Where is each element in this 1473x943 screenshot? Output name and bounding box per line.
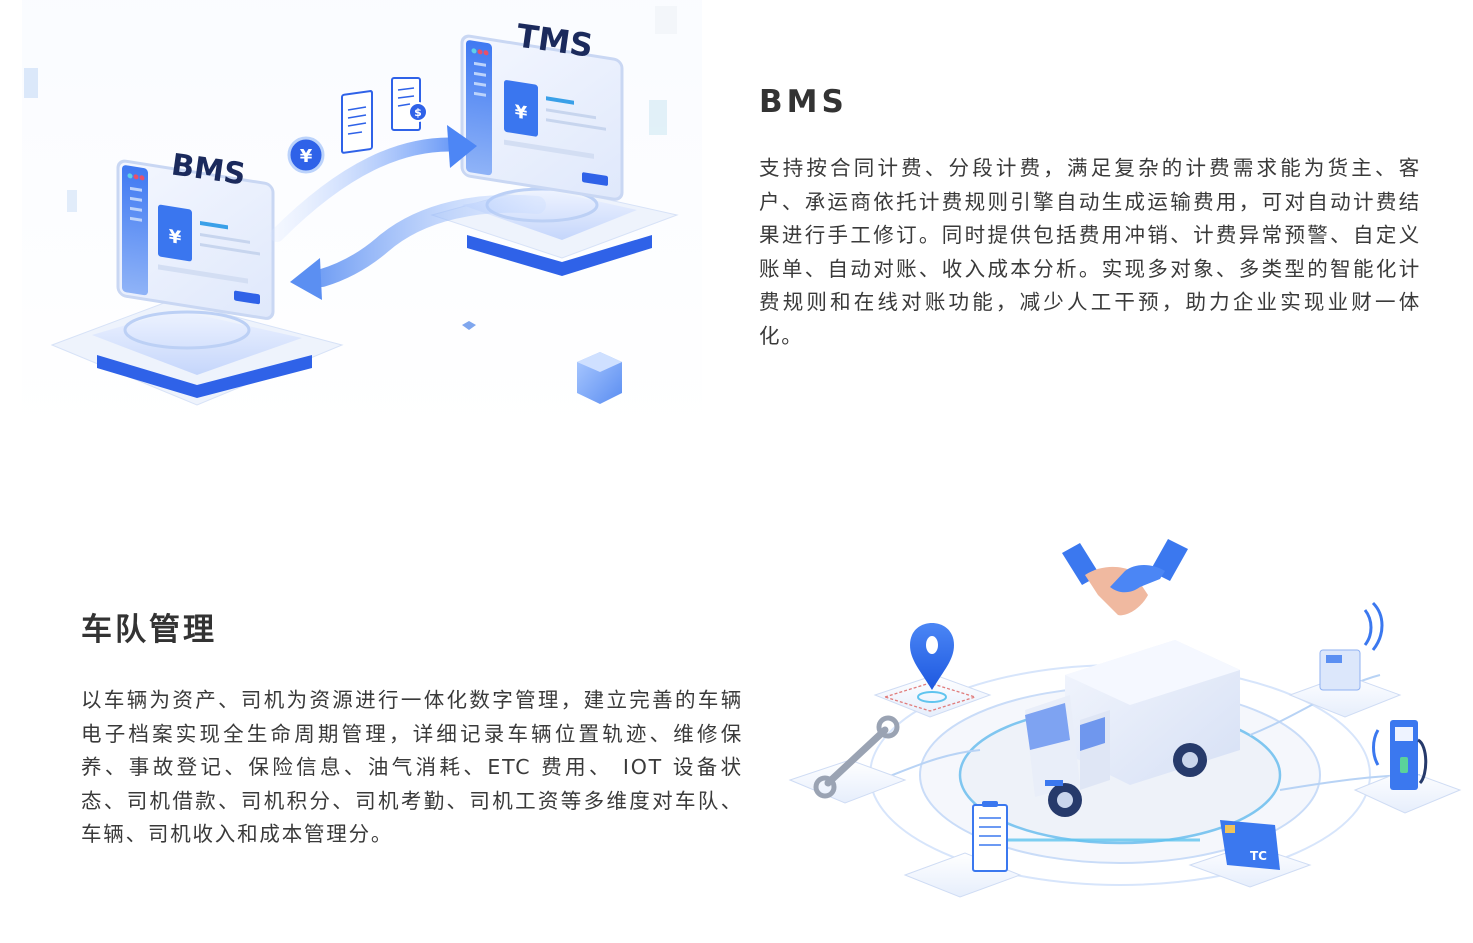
yen-coin-icon: ¥	[287, 136, 325, 174]
bms-description: 支持按合同计费、分段计费，满足复杂的计费需求能为货主、客户、承运商依托计费规则引…	[759, 156, 1421, 348]
svg-text:¥: ¥	[300, 146, 313, 167]
decor-cube-large-icon	[577, 352, 622, 404]
fleet-heading: 车队管理	[81, 612, 217, 648]
clipboard-icon	[903, 801, 1022, 898]
fleet-section: 车队管理 以车辆为资产、司机为资源进行一体化数字管理，建立完善的车辆电子档案实现…	[81, 610, 743, 852]
svg-text:¥: ¥	[169, 226, 182, 249]
bms-base	[50, 299, 344, 406]
sync-arrows-icon	[270, 125, 546, 300]
decor-cube-small-icon	[462, 321, 476, 330]
svg-text:TC: TC	[1250, 849, 1267, 863]
handshake-icon	[1062, 539, 1188, 616]
svg-text:$: $	[414, 106, 422, 119]
fuel-pump-icon	[1353, 720, 1462, 814]
fleet-management-illustration: TC	[780, 535, 1465, 940]
etc-card-icon: TC	[1188, 820, 1312, 888]
bms-tms-illustration: ¥ TMS ¥ BMS	[22, 0, 702, 436]
bms-section: BMS 支持按合同计费、分段计费，满足复杂的计费需求能为货主、客户、承运商依托计…	[759, 82, 1421, 353]
location-pin-icon	[873, 623, 992, 718]
svg-text:¥: ¥	[515, 101, 528, 124]
decor-cube-icon	[24, 6, 677, 212]
invoice-dollar-icon: $	[391, 77, 428, 131]
bms-monitor: ¥	[116, 159, 275, 320]
bms-heading: BMS	[759, 84, 848, 120]
fleet-description: 以车辆为资产、司机为资源进行一体化数字管理，建立完善的车辆电子档案实现全生命周期…	[81, 688, 743, 846]
truck-icon	[1025, 640, 1240, 817]
wrench-icon	[788, 715, 907, 804]
iot-device-icon	[1288, 601, 1402, 718]
tms-monitor: ¥	[460, 34, 624, 201]
document-icon	[341, 90, 373, 154]
